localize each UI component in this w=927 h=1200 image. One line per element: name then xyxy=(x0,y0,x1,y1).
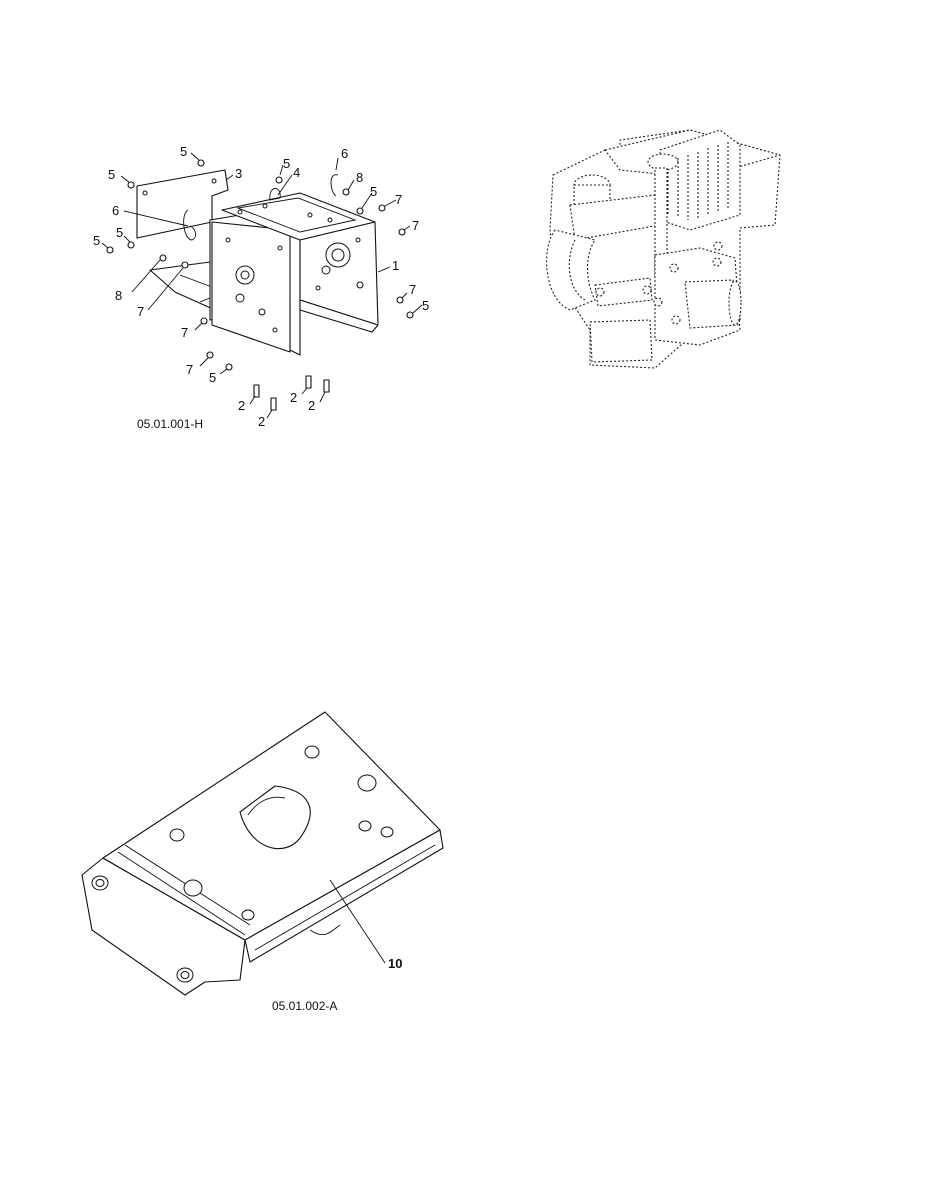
callout-10: 10 xyxy=(388,956,402,971)
plate-cutout xyxy=(239,785,311,850)
callout-5: 5 xyxy=(180,144,187,159)
callout-6: 6 xyxy=(341,146,348,161)
right-flange xyxy=(299,299,379,333)
callout-8: 8 xyxy=(356,170,363,185)
callout-2: 2 xyxy=(238,398,245,413)
figure-reference: 05.01.002-A xyxy=(272,999,337,1013)
callout-8: 8 xyxy=(115,288,122,303)
callout-7: 7 xyxy=(137,304,144,319)
callout-7: 7 xyxy=(395,192,402,207)
callout-6: 6 xyxy=(112,203,119,218)
callout-7: 7 xyxy=(409,282,416,297)
callout-2: 2 xyxy=(290,390,297,405)
front-plate xyxy=(211,221,291,353)
rear-plate xyxy=(136,169,229,239)
callout-7: 7 xyxy=(412,218,419,233)
callout-5: 5 xyxy=(283,156,290,171)
callout-5: 5 xyxy=(209,370,216,385)
plate-right-flange xyxy=(244,829,444,963)
frame-assembly-figure: 5 5 3 5 4 6 8 5 7 6 5 5 7 1 8 7 7 5 7 7 … xyxy=(93,144,429,431)
bolt-set xyxy=(106,159,414,411)
callout-5: 5 xyxy=(370,184,377,199)
callout-4: 4 xyxy=(293,165,300,180)
callout-3: 3 xyxy=(235,166,242,181)
callout-2: 2 xyxy=(258,414,265,429)
callout-2: 2 xyxy=(308,398,315,413)
callout-5: 5 xyxy=(116,225,123,240)
callout-labels: 5 5 3 5 4 6 8 5 7 6 5 5 7 1 8 7 7 5 7 7 … xyxy=(93,144,429,429)
callout-7: 7 xyxy=(181,325,188,340)
spring-pin-left xyxy=(183,209,197,241)
engine-ghost-figure xyxy=(546,129,781,369)
callout-5: 5 xyxy=(422,298,429,313)
callout-5: 5 xyxy=(93,233,100,248)
spring-pin-right xyxy=(330,174,339,197)
callout-7: 7 xyxy=(186,362,193,377)
callout-1: 1 xyxy=(392,258,399,273)
figure-reference: 05.01.001-H xyxy=(137,417,203,431)
callout-5: 5 xyxy=(108,167,115,182)
mounting-plate-figure: 10 05.01.002-A xyxy=(81,711,444,1013)
leader-lines xyxy=(101,152,423,419)
